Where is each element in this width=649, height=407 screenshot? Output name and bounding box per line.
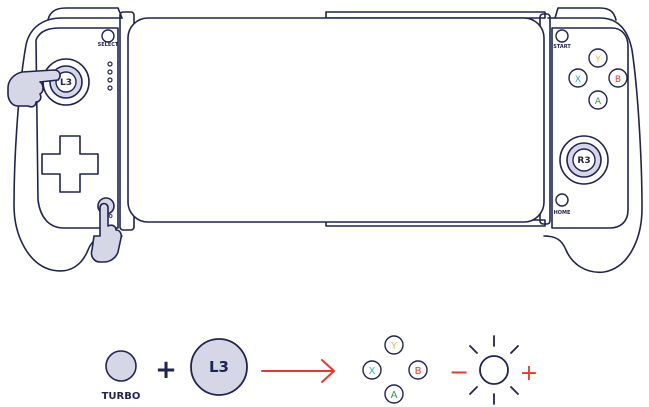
l3-label: L3	[60, 78, 72, 88]
legend-a-button	[384, 384, 404, 404]
dpad[interactable]	[41, 135, 99, 193]
left-stick[interactable]: L3	[42, 58, 90, 106]
pointing-hand-icon	[7, 69, 61, 108]
legend-x-button	[362, 360, 382, 380]
legend-y-label: Y	[390, 341, 398, 352]
right-stick[interactable]: R3	[559, 135, 609, 185]
legend-turbo-button	[105, 350, 137, 382]
arrow-right-icon	[261, 359, 335, 383]
legend-b-button	[408, 360, 428, 380]
home-label: HOME	[554, 210, 571, 216]
a-label: A	[595, 97, 602, 107]
legend-a-label: A	[391, 390, 398, 401]
pointing-hand-icon-turbo	[90, 202, 123, 263]
select-label: SELECT	[98, 42, 119, 48]
brightness-plus: +	[520, 361, 538, 386]
legend-l3-label: L3	[209, 358, 229, 376]
legend-face-buttons	[362, 335, 428, 404]
start-label: START	[553, 44, 571, 50]
brightness-icon	[469, 335, 519, 405]
legend-x-label: X	[369, 366, 376, 377]
right-top-tab	[554, 7, 617, 21]
left-grip	[13, 17, 123, 272]
controller-face-buttons	[568, 48, 628, 110]
r3-label: R3	[577, 156, 590, 166]
start-button[interactable]	[555, 29, 569, 43]
right-panel-outline	[551, 27, 629, 229]
legend-l3-button	[190, 338, 248, 396]
legend-y-button	[384, 335, 404, 355]
legend-turbo-label: TURBO	[102, 391, 141, 402]
y-label: Y	[594, 55, 601, 65]
right-grip	[543, 17, 643, 274]
left-top-tab	[47, 7, 123, 21]
brightness-minus: −	[449, 358, 469, 386]
top-clamp-bar	[325, 11, 546, 19]
legend-b-label: B	[415, 366, 422, 377]
legend-plus-sign: +	[155, 355, 177, 385]
b-button[interactable]	[608, 68, 628, 88]
x-button[interactable]	[568, 68, 588, 88]
b-label: B	[615, 75, 621, 85]
indicator-leds	[107, 61, 113, 91]
left-panel-outline	[35, 27, 119, 229]
x-label: X	[575, 75, 581, 85]
phone-screen	[127, 17, 545, 223]
home-button[interactable]	[555, 193, 569, 207]
y-button[interactable]	[588, 48, 608, 68]
controller	[13, 7, 643, 274]
select-button[interactable]	[101, 29, 115, 43]
a-button[interactable]	[588, 90, 608, 110]
